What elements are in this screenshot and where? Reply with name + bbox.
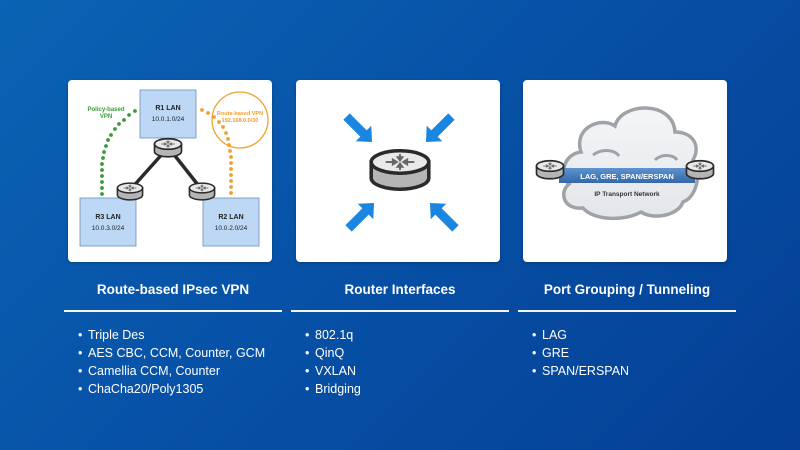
list-item: • SPAN/ERSPAN [532, 362, 742, 380]
feature-list: • 802.1q • QinQ • VXLAN • Bridging [285, 326, 515, 398]
list-item: • Bridging [305, 380, 515, 398]
router-r1-icon [153, 137, 183, 158]
column-title: Port Grouping / Tunneling [543, 282, 711, 297]
bullet-icon: • [78, 363, 83, 378]
bullet-icon: • [305, 327, 310, 342]
bullet-icon: • [78, 345, 83, 360]
router-right-icon [685, 159, 715, 180]
r1-lan-box: R1 LAN 10.0.1.0/24 [139, 89, 197, 139]
r1-lan-subnet: 10.0.1.0/24 [152, 116, 185, 123]
ip-transport-cloud-diagram: LAG, GRE, SPAN/ERSPAN IP Transport Netwo… [535, 106, 715, 221]
r3-lan-label: R3 LAN [95, 214, 120, 221]
arrow-bottom-right-icon [430, 203, 459, 232]
divider [518, 310, 736, 312]
bullet-icon: • [305, 381, 310, 396]
r1-lan-label: R1 LAN [155, 105, 180, 112]
list-item-text: LAG [542, 327, 568, 342]
list-item: • QinQ [305, 344, 515, 362]
cloud-shape [561, 106, 700, 221]
bullet-icon: • [305, 345, 310, 360]
list-item-text: VXLAN [315, 363, 356, 378]
bullet-icon: • [78, 327, 83, 342]
list-item: • GRE [532, 344, 742, 362]
route-vpn-path [200, 108, 233, 195]
feature-list: • LAG • GRE • SPAN/ERSPAN [512, 326, 742, 380]
divider [64, 310, 282, 312]
bullet-icon: • [532, 345, 537, 360]
cloud-label: IP Transport Network [594, 191, 660, 198]
route-vpn-circle [211, 91, 269, 149]
r3-lan-box: R3 LAN 10.0.3.0/24 [79, 197, 137, 247]
bullet-icon: • [305, 363, 310, 378]
bullet-icon: • [78, 381, 83, 396]
policy-vpn-label-2: VPN [100, 114, 112, 120]
list-item-text: AES CBC, CCM, Counter, GCM [88, 345, 266, 360]
feature-column-ipsec: Route-based IPsec VPN • Triple Des • AES C… [58, 280, 288, 398]
list-item: • Camellia CCM, Counter [78, 362, 288, 380]
router-r2-icon [188, 182, 216, 201]
list-item-text: ChaCha20/Poly1305 [88, 381, 204, 396]
bullet-icon: • [532, 363, 537, 378]
r2-lan-subnet: 10.0.2.0/24 [215, 225, 248, 232]
feature-column-router-interfaces: Router Interfaces • 802.1q • QinQ • VXLAN •… [285, 280, 515, 398]
list-item: • ChaCha20/Poly1305 [78, 380, 288, 398]
list-item: • AES CBC, CCM, Counter, GCM [78, 344, 288, 362]
feature-column-port-grouping: Port Grouping / Tunneling • LAG • GRE • SPA… [512, 280, 742, 380]
list-item: • 802.1q [305, 326, 515, 344]
policy-vpn-path [100, 109, 137, 196]
list-item-text: Bridging [315, 381, 361, 396]
router-interfaces-diagram [343, 113, 459, 232]
list-item-text: SPAN/ERSPAN [542, 363, 630, 378]
policy-vpn-label-1: Policy-based [87, 107, 124, 113]
list-item-text: Camellia CCM, Counter [88, 363, 220, 378]
router-icon [369, 149, 431, 191]
list-item-text: Triple Des [88, 327, 145, 342]
list-item-text: 802.1q [315, 327, 354, 342]
router-r3-icon [116, 182, 144, 201]
r3-lan-subnet: 10.0.3.0/24 [92, 225, 125, 232]
column-title: Route-based IPsec VPN [96, 282, 250, 297]
bullet-icon: • [532, 327, 537, 342]
tunnel-band [559, 168, 695, 183]
route-vpn-label-1: Route-based VPN [217, 111, 263, 117]
port-grouping-diagram-card: LAG, GRE, SPAN/ERSPAN IP Transport Netwo… [523, 80, 727, 262]
router-left-icon [535, 159, 565, 180]
router-interfaces-diagram-card [296, 80, 500, 262]
divider [291, 310, 509, 312]
arrow-bottom-left-icon [345, 203, 374, 232]
r2-lan-box: R2 LAN 10.0.2.0/24 [202, 197, 260, 247]
list-item: • LAG [532, 326, 742, 344]
vpn-topology-diagram: Policy-based VPN Route-based VPN 192.168… [79, 89, 269, 247]
list-item-text: GRE [542, 345, 570, 360]
list-item: • VXLAN [305, 362, 515, 380]
list-item-text: QinQ [315, 345, 345, 360]
tunnel-band-label: LAG, GRE, SPAN/ERSPAN [580, 172, 673, 181]
route-based-vpn-diagram-card: Policy-based VPN Route-based VPN 192.168… [68, 80, 272, 262]
arrow-top-right-icon [426, 113, 455, 142]
r2-lan-label: R2 LAN [218, 214, 243, 221]
feature-list: •Triple Des •AES CBC, CCM, Counter, GCM … [58, 326, 288, 398]
route-vpn-label-2: 192.168.0.0/30 [222, 118, 259, 124]
inbound-arrows [343, 113, 459, 232]
list-item: • Triple Des [78, 326, 288, 344]
column-title: Router Interfaces [344, 282, 456, 297]
arrow-top-left-icon [343, 113, 372, 142]
